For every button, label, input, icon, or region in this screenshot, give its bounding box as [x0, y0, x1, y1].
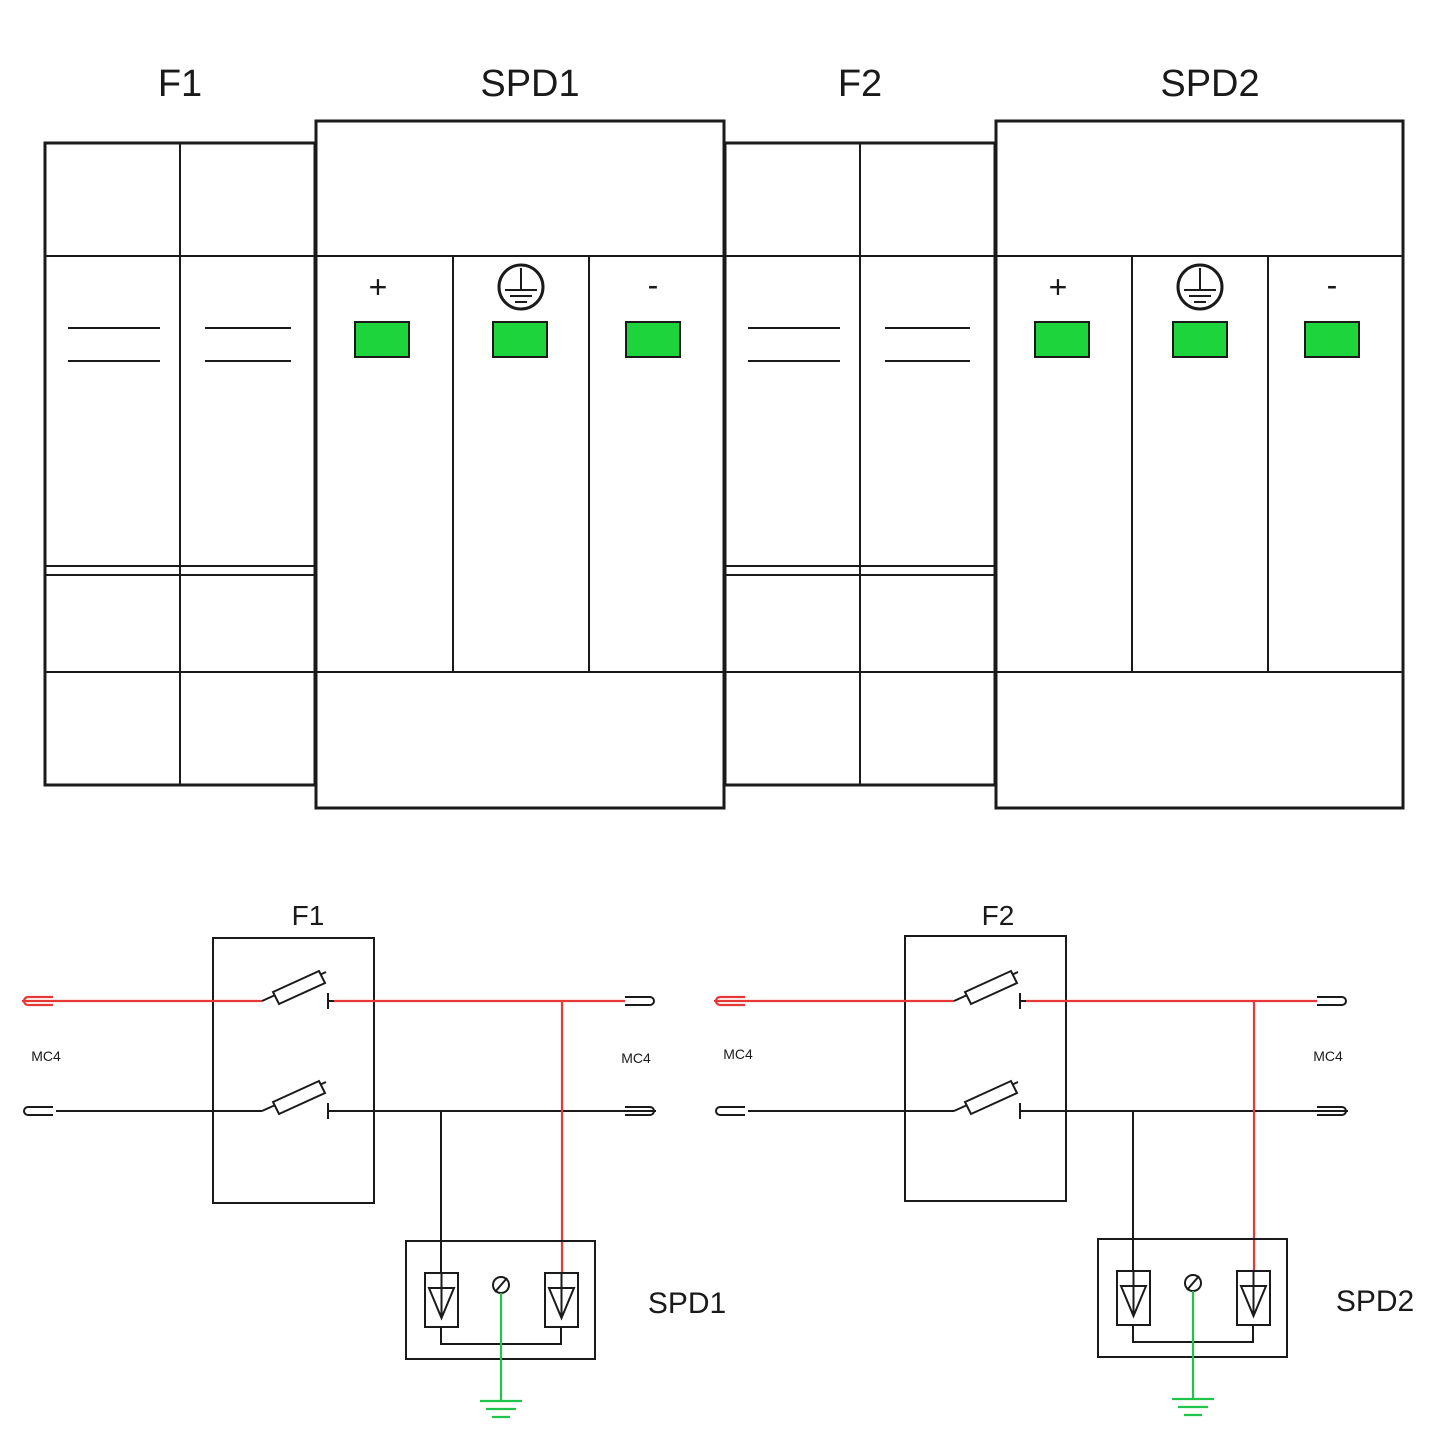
earth-ground-icon: [480, 1399, 522, 1419]
status-indicator-spd2-minus: [1304, 321, 1360, 358]
schematic-spd-label-spd1: SPD1: [648, 1287, 726, 1320]
ground-icon: [497, 263, 545, 311]
spd-varistor-icon: [1116, 1270, 1151, 1326]
spd2-minus-label: -: [1327, 267, 1338, 303]
schematic-left: F1 MC4 MC4: [22, 900, 726, 1419]
mc4-label-out: MC4: [1313, 1048, 1343, 1064]
header-spd2: SPD2: [1160, 63, 1259, 105]
spd-disconnect-icon: [1184, 1274, 1202, 1292]
fuse-handle-f1-a[interactable]: [68, 327, 160, 362]
mc4-connector-out-neg: [1314, 1106, 1348, 1116]
earth-ground-icon: [1172, 1397, 1214, 1417]
fuse-box-f2: [904, 935, 1067, 1202]
fuse-icon: [261, 1079, 334, 1119]
spd-varistor-icon: [1236, 1270, 1271, 1326]
schematic-fuse-label-f2: F2: [982, 900, 1015, 931]
mc4-connector-in-pos: [22, 995, 56, 1007]
spd-varistor-icon: [544, 1272, 579, 1328]
fuse-unit-f1: [43, 141, 317, 787]
schematic-right: F2 MC4 MC4: [714, 900, 1414, 1417]
status-indicator-spd2-plus: [1034, 321, 1090, 358]
fuse-icon: [261, 969, 334, 1009]
mc4-connector-in-pos: [714, 995, 748, 1007]
status-indicator-spd1-minus: [625, 321, 681, 358]
fuse-icon: [953, 969, 1026, 1009]
mc4-connector-out-pos: [625, 996, 655, 1006]
spd-unit-spd2: + -: [994, 119, 1405, 810]
mc4-connector-out-pos: [1317, 996, 1347, 1006]
ground-icon: [1176, 263, 1224, 311]
header-f2: F2: [838, 63, 882, 105]
fuse-icon: [953, 1079, 1026, 1119]
status-indicator-spd2-ground: [1172, 321, 1228, 358]
spd-unit-spd1: + -: [314, 119, 726, 810]
spd2-plus-label: +: [1049, 269, 1068, 305]
fuse-handle-f2-b[interactable]: [885, 327, 970, 362]
fuse-handle-f2-a[interactable]: [748, 327, 840, 362]
fuse-unit-f2: [723, 141, 997, 787]
spd1-minus-label: -: [648, 267, 659, 303]
status-indicator-spd1-plus: [354, 321, 410, 358]
spd-disconnect-icon: [492, 1276, 510, 1294]
spd-varistor-icon: [424, 1272, 459, 1328]
fuse-handle-f1-b[interactable]: [205, 327, 291, 362]
schematic-fuse-label-f1: F1: [292, 900, 325, 931]
fuse-box-f1: [212, 937, 375, 1204]
mc4-label-in: MC4: [31, 1048, 61, 1064]
status-indicator-spd1-ground: [492, 321, 548, 358]
mc4-connector-out-neg: [622, 1106, 656, 1116]
header-spd1: SPD1: [480, 63, 579, 105]
mc4-connector-in-neg: [715, 1106, 745, 1116]
spd1-plus-label: +: [369, 269, 388, 305]
schematic-spd-label-spd2: SPD2: [1336, 1285, 1414, 1318]
mc4-connector-in-neg: [23, 1106, 53, 1116]
mc4-label-in: MC4: [723, 1046, 753, 1062]
mc4-label-out: MC4: [621, 1050, 651, 1066]
header-f1: F1: [158, 63, 202, 105]
